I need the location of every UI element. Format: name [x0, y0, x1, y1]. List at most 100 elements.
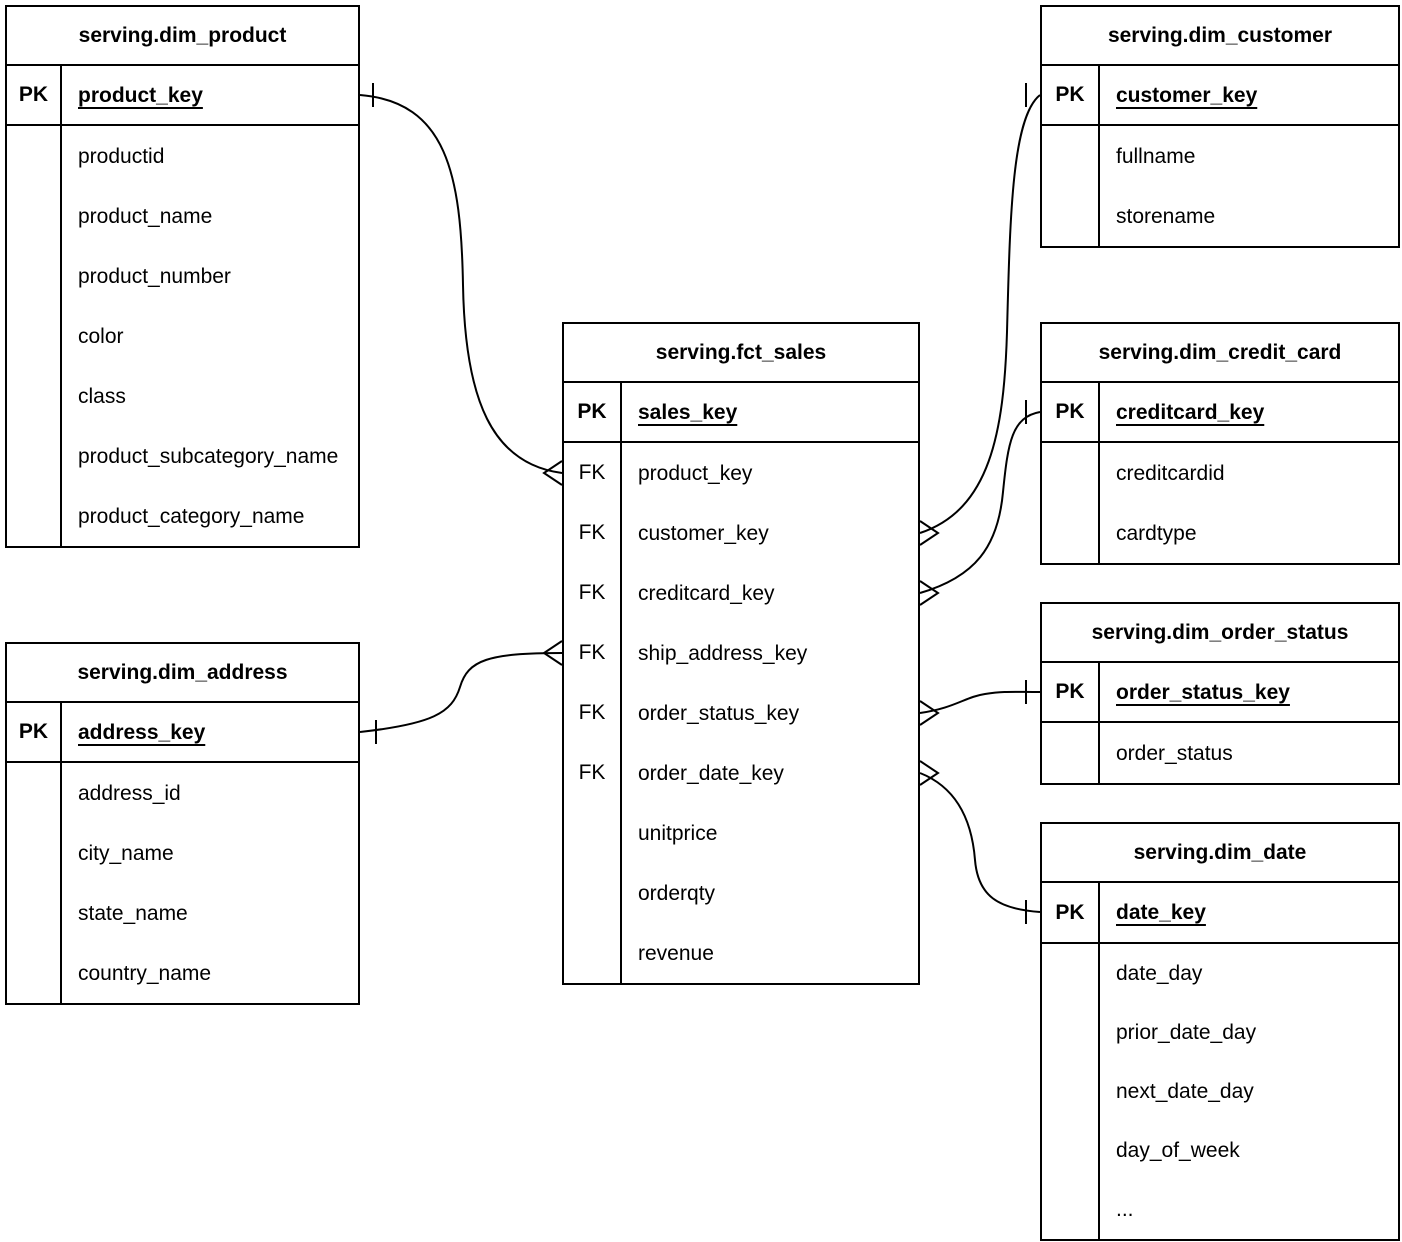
table-title: serving.dim_date — [1042, 824, 1398, 883]
field-name: order_date_key — [638, 761, 784, 785]
field-name: product_key — [638, 461, 753, 485]
field-name: country_name — [78, 961, 212, 985]
field-tag: FK — [564, 503, 622, 563]
field-tag — [564, 923, 622, 983]
pk-row: PK sales_key — [564, 383, 918, 443]
field-tag — [7, 246, 62, 306]
field-row: product_subcategory_name — [7, 426, 358, 486]
field-row: state_name — [7, 883, 358, 943]
field-row: day_of_week — [1042, 1121, 1398, 1180]
field-row: fullname — [1042, 126, 1398, 186]
field-tag — [1042, 723, 1100, 783]
field-row: FK order_date_key — [564, 743, 918, 803]
field-tag — [1042, 186, 1100, 246]
table-dim-credit-card[interactable]: serving.dim_credit_card PK creditcard_ke… — [1040, 322, 1400, 565]
field-name: productid — [78, 144, 165, 168]
field-row: color — [7, 306, 358, 366]
field-tag: FK — [564, 683, 622, 743]
field-name: color — [78, 324, 124, 348]
field-row: city_name — [7, 823, 358, 883]
field-tag — [564, 863, 622, 923]
pk-row: PK date_key — [1042, 883, 1398, 944]
field-row: ... — [1042, 1180, 1398, 1239]
table-fct-sales[interactable]: serving.fct_sales PK sales_key FK produc… — [562, 322, 920, 985]
relationship-line — [919, 772, 1041, 913]
field-row: cardtype — [1042, 503, 1398, 563]
field-name: product_number — [78, 264, 231, 288]
field-row: address_id — [7, 763, 358, 823]
field-name: customer_key — [638, 521, 769, 545]
field-tag: FK — [564, 623, 622, 683]
field-name: class — [78, 384, 126, 408]
field-tag: FK — [564, 563, 622, 623]
field-name: state_name — [78, 901, 188, 925]
relationship-line — [359, 652, 563, 733]
relationship-line — [919, 411, 1041, 594]
pk-row: PK creditcard_key — [1042, 383, 1398, 443]
pk-row: PK address_key — [7, 703, 358, 763]
field-tag — [1042, 1003, 1100, 1062]
pk-row: PK customer_key — [1042, 66, 1398, 126]
field-name: address_id — [78, 781, 181, 805]
field-row: order_status — [1042, 723, 1398, 783]
field-row: product_name — [7, 186, 358, 246]
pk-field-name: order_status_key — [1116, 680, 1290, 704]
field-tag: FK — [564, 443, 622, 503]
field-name: next_date_day — [1116, 1080, 1254, 1103]
field-name: creditcard_key — [638, 581, 775, 605]
many-cardinality-icon — [919, 580, 940, 606]
field-row: orderqty — [564, 863, 918, 923]
field-name: orderqty — [638, 881, 716, 905]
field-row: productid — [7, 126, 358, 186]
table-title: serving.dim_credit_card — [1042, 324, 1398, 383]
field-tag — [7, 126, 62, 186]
field-row: FK customer_key — [564, 503, 918, 563]
field-name: revenue — [638, 941, 714, 965]
table-dim-order-status[interactable]: serving.dim_order_status PK order_status… — [1040, 602, 1400, 785]
field-tag — [1042, 1121, 1100, 1180]
table-dim-product[interactable]: serving.dim_product PK product_key produ… — [5, 5, 360, 548]
relationship-line — [919, 690, 1041, 714]
many-cardinality-icon — [919, 700, 940, 726]
field-name: unitprice — [638, 821, 718, 845]
pk-tag: PK — [1042, 66, 1100, 124]
field-name: date_day — [1116, 962, 1203, 985]
field-tag — [7, 823, 62, 883]
field-tag — [7, 943, 62, 1003]
pk-field-name: creditcard_key — [1116, 400, 1265, 424]
field-name: prior_date_day — [1116, 1021, 1257, 1044]
table-dim-address[interactable]: serving.dim_address PK address_key addre… — [5, 642, 360, 1005]
field-tag — [7, 486, 62, 546]
field-tag — [7, 306, 62, 366]
pk-tag: PK — [1042, 883, 1100, 942]
field-row: product_category_name — [7, 486, 358, 546]
pk-tag: PK — [7, 66, 62, 124]
relationship-customer — [919, 83, 1041, 546]
table-dim-customer[interactable]: serving.dim_customer PK customer_key ful… — [1040, 5, 1400, 248]
relationship-line — [919, 94, 1041, 534]
field-name: ... — [1116, 1198, 1134, 1221]
field-tag — [7, 366, 62, 426]
field-tag — [7, 883, 62, 943]
field-name: creditcardid — [1116, 461, 1225, 485]
field-tag — [7, 763, 62, 823]
field-row: class — [7, 366, 358, 426]
pk-tag: PK — [564, 383, 622, 441]
field-tag — [564, 803, 622, 863]
pk-field-name: address_key — [78, 720, 206, 744]
pk-tag: PK — [7, 703, 62, 761]
field-tag — [1042, 944, 1100, 1003]
field-name: fullname — [1116, 144, 1196, 168]
table-dim-date[interactable]: serving.dim_date PK date_key date_day pr… — [1040, 822, 1400, 1241]
table-title: serving.dim_customer — [1042, 7, 1398, 66]
field-row: FK product_key — [564, 443, 918, 503]
many-cardinality-icon — [542, 640, 563, 666]
field-row: FK order_status_key — [564, 683, 918, 743]
pk-field-name: customer_key — [1116, 83, 1258, 107]
field-name: order_status — [1116, 741, 1233, 765]
field-tag — [1042, 443, 1100, 503]
field-row: FK ship_address_key — [564, 623, 918, 683]
field-row: next_date_day — [1042, 1062, 1398, 1121]
field-row: unitprice — [564, 803, 918, 863]
